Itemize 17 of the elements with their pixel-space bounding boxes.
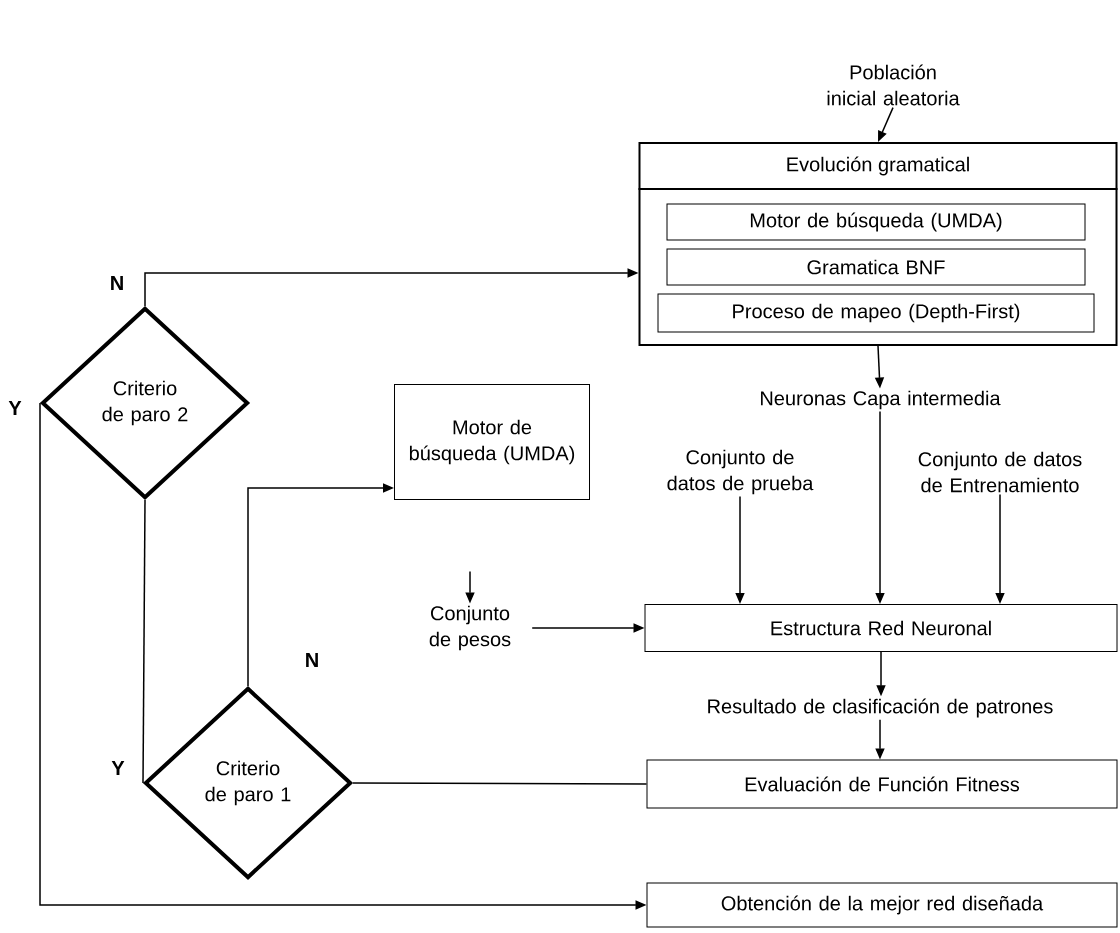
text-label: Conjunto de datos de prueba <box>667 449 814 495</box>
process-box: Gramatica BNF <box>666 248 1086 286</box>
process-box: Proceso de mapeo (Depth-First) <box>657 293 1095 333</box>
text-label: Neuronas Capa intermedia <box>761 390 1001 410</box>
process-box: Obtención de la mejor red diseñada <box>646 882 1118 928</box>
process-box: Motor de búsqueda (UMDA) <box>666 203 1086 241</box>
text-label: Conjunto de datos de Entrenamiento <box>918 451 1082 493</box>
process-box: Motor de búsqueda (UMDA) <box>394 384 590 500</box>
edge-label: N <box>306 653 318 667</box>
edge-label: N <box>111 276 123 290</box>
process-box: Evaluación de Función Fitness <box>646 759 1118 809</box>
text-label: Población inicial aleatoria <box>827 64 960 106</box>
edge-label: Y <box>111 761 125 775</box>
text-label: Conjunto de pesos <box>429 605 511 651</box>
text-label: Resultado de clasificación de patrones <box>708 698 1053 718</box>
edge-label: Y <box>8 401 22 415</box>
process-box: Estructura Red Neuronal <box>644 604 1118 652</box>
